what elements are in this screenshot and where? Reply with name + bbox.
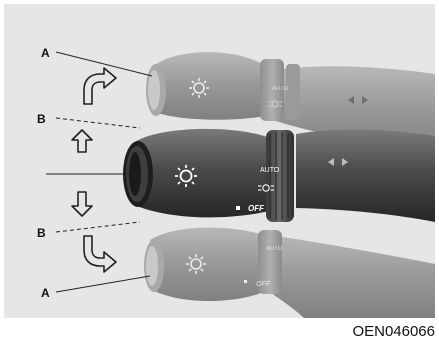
curved-arrow-down-icon [84,236,116,272]
diagram-panel: AUTO AUTO OFF [4,4,435,318]
knob-off-label-lower: OFF [256,281,271,288]
arrow-down-icon [72,192,92,216]
main-lever: AUTO OFF [123,129,435,222]
off-indicator-dot [236,206,240,210]
lower-ghost-lever: AUTO OFF [144,227,435,318]
leader-line-b-top [56,118,140,128]
curved-arrow-up-icon [84,68,116,104]
label-a-top: A [41,46,50,60]
knob-off-label: OFF [248,204,265,213]
knob-auto-label-upper: AUTO [272,86,289,92]
arrow-up-icon [72,130,92,152]
label-a-bottom: A [41,286,50,300]
lever-diagram: AUTO AUTO OFF [4,4,435,318]
off-indicator-dot-lower [244,280,247,283]
label-b-bottom: B [37,226,46,240]
leader-line-a-bottom [56,276,150,292]
knob-auto-label: AUTO [260,167,280,174]
leader-line-b-bottom [56,222,140,232]
label-b-top: B [37,112,46,126]
knob-auto-label-lower: AUTO [266,246,283,252]
figure-caption: OEN046066 [352,323,435,340]
